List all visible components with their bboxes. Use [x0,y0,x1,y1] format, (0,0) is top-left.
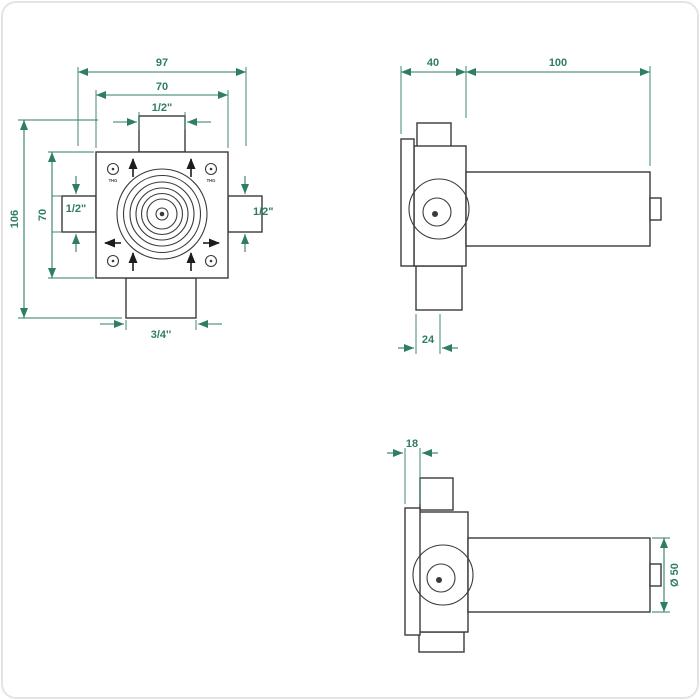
corner-screws [106,162,218,268]
dim-label-right-port: 1/2" [253,206,274,218]
dimension-right-port: 1/2" [241,176,274,252]
dim-label-24: 24 [422,334,435,346]
dim-label-100: 100 [549,57,567,69]
dimension-bottom-port: 3/4'' [100,320,222,341]
dimension-bottom-port-width: 24 [398,314,458,354]
side-top-port-boss [408,178,470,240]
dim-label-18: 18 [406,438,418,450]
thg-marking-left: THG [109,178,118,183]
dim-label-left-port: 1/2" [66,203,87,215]
side-bottom-upper-stub [419,477,454,511]
dimension-height-inner: 70 [37,151,94,279]
dimension-left-port: 1/2" [52,176,86,252]
dim-label-97: 97 [156,57,168,69]
dim-label-bottom-port: 3/4'' [151,329,172,341]
side-bottom-end-nub [649,563,662,587]
side-top-lower-stub [415,265,463,311]
dimension-body-diameter: Ø 50 [652,537,681,613]
flow-arrows [104,158,220,271]
side-top-end-nub [649,197,662,221]
side-bottom-cylinder [467,537,651,613]
dimension-height-total: 106 [9,119,122,319]
dimension-top-port: 1/2" [113,102,211,130]
thg-marking-right: THG [207,178,216,183]
dim-label-diameter-50: Ø 50 [669,563,681,587]
front-top-port [138,115,186,153]
dimension-flange-thickness: 18 [387,438,438,504]
dim-label-top-port: 1/2" [152,102,173,114]
dimension-width-total: 97 [77,57,247,146]
dimension-width-inner: 70 [95,81,229,148]
front-view: THG THG 97 70 1/2" 106 [9,57,274,341]
side-bottom-body [417,511,469,633]
dim-label-40: 40 [427,57,439,69]
dim-label-70-h: 70 [156,81,168,93]
front-right-port [227,195,263,233]
front-left-port [61,195,97,233]
dim-label-70-v: 70 [37,209,49,221]
side-top-flange [400,138,415,267]
side-bottom-lower-stub [418,631,465,653]
dimension-body-length: 100 [466,57,651,166]
dim-label-106: 106 [9,210,21,228]
side-view-bottom: 18 Ø 50 [387,438,681,653]
cartridge-circles [116,168,208,260]
side-bottom-flange [404,507,421,636]
side-top-cylinder [465,171,651,247]
side-bottom-port-boss [412,544,474,606]
front-bottom-port [125,277,197,319]
side-top-body [413,145,467,267]
side-view-top: 40 100 24 [398,57,662,354]
